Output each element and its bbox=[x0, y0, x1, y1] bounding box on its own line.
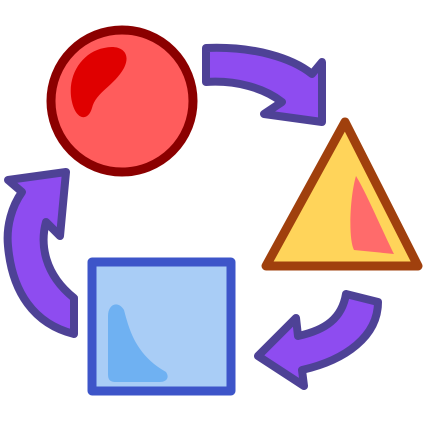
triangle-highlight bbox=[350, 176, 394, 254]
arrow-bottom-right-icon bbox=[254, 290, 382, 390]
arrow-left-icon bbox=[3, 168, 78, 338]
arrow-left-shape bbox=[3, 168, 78, 338]
square-highlight bbox=[108, 304, 168, 382]
circle-highlight bbox=[70, 46, 127, 118]
square-shape-icon bbox=[87, 257, 236, 396]
triangle-shape-icon bbox=[261, 117, 423, 271]
arrow-top-right-icon bbox=[202, 43, 326, 126]
arrow-bottom-shape bbox=[254, 290, 382, 390]
arrow-top-shape bbox=[202, 43, 326, 126]
circle-shape-icon bbox=[46, 25, 198, 177]
